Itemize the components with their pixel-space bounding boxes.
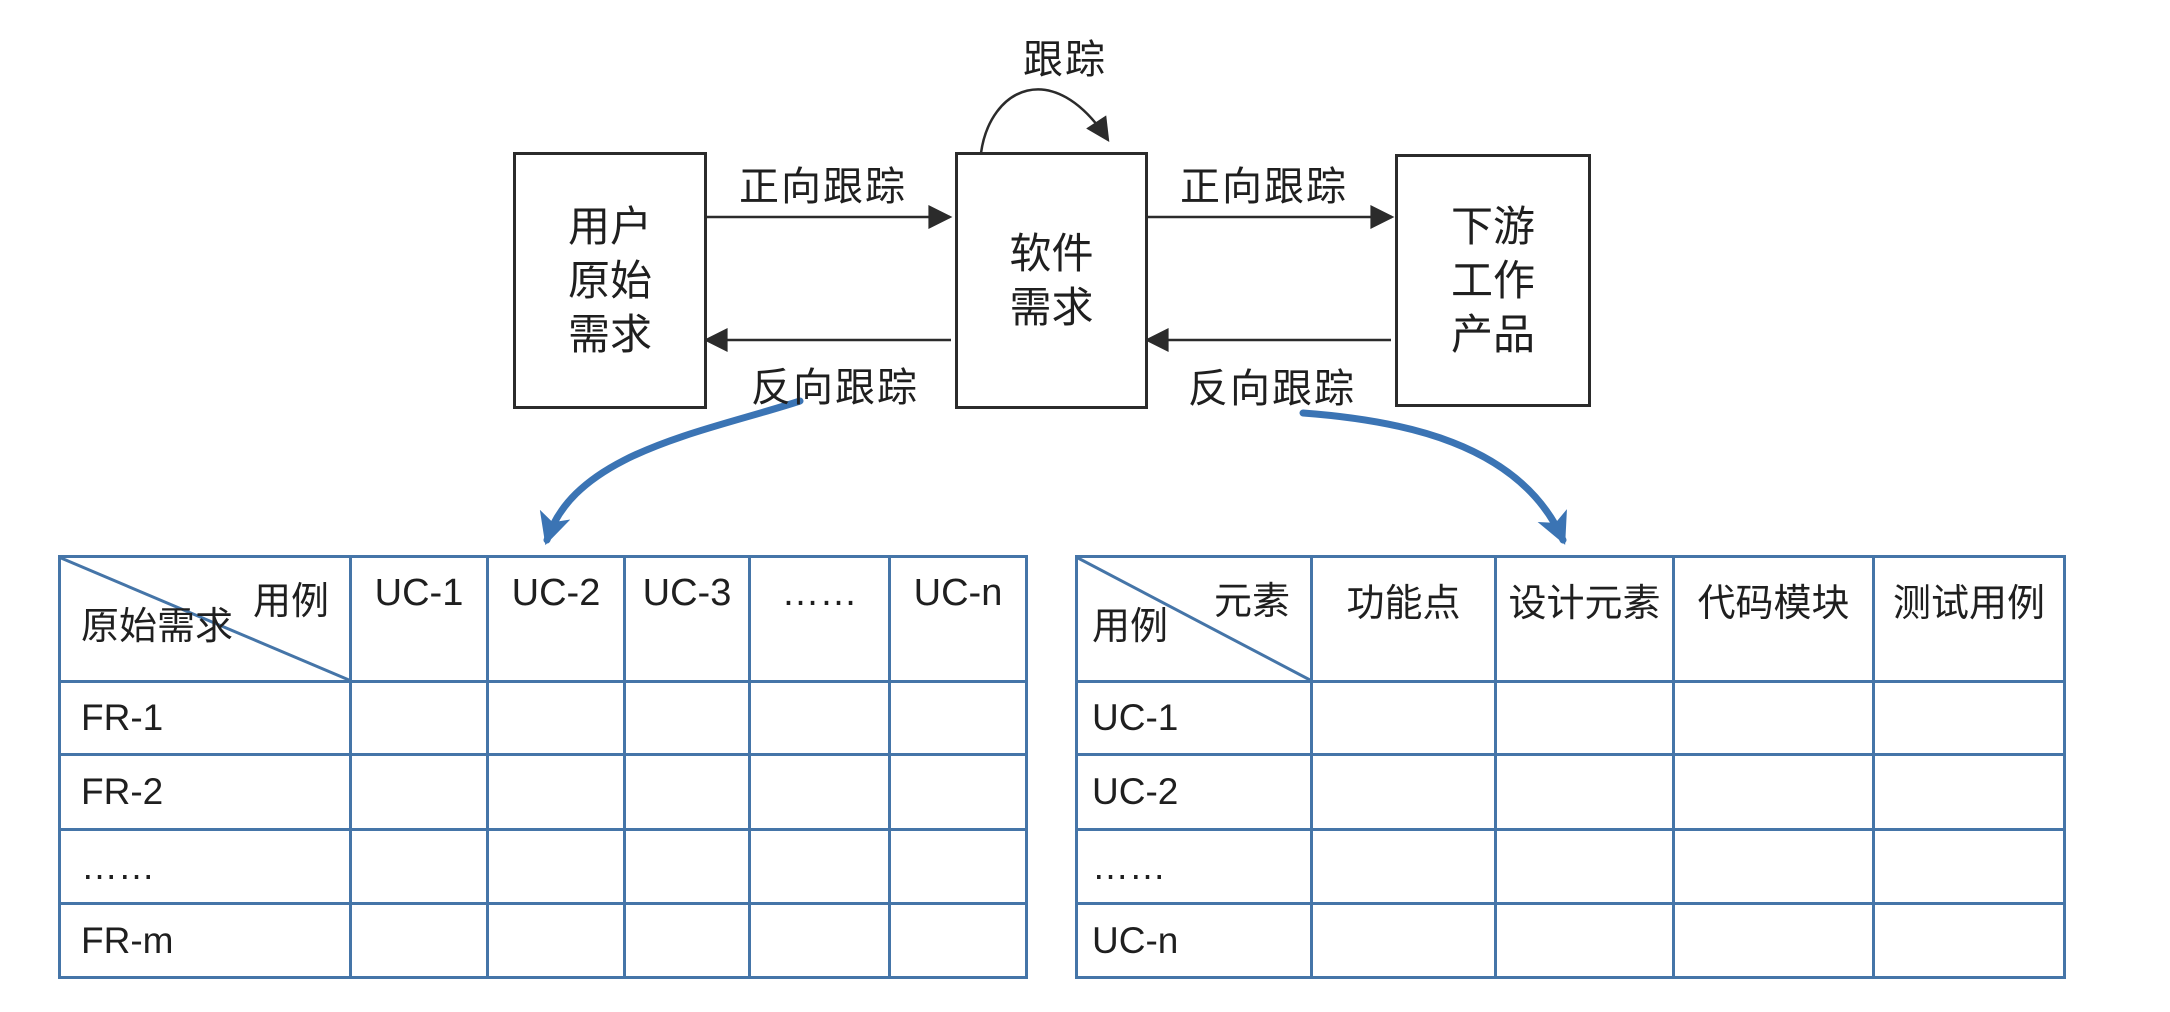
backward-trace-label-2: 反向跟踪 [1188,367,1356,411]
matrix-cell-empty [748,753,891,831]
matrix-cell-empty [748,828,891,905]
box-text-line: 用户 [567,202,652,250]
table-header-row: 元素 用例 功能点 设计元素 代码模块 测试用例 [1075,555,2066,683]
corner-label-rows: 原始需求 [81,606,234,648]
box-text-line: 产品 [1450,310,1535,358]
matrix-cell-empty [623,902,751,979]
matrix-cell-empty [748,680,891,756]
row-header: FR-m [58,902,352,979]
matrix-cell-empty [1310,680,1497,756]
row-header: …… [1075,828,1313,905]
box-text-line: 下游 [1450,202,1535,250]
matrix-cell-empty [1872,902,2066,979]
matrix-cell-empty [1310,902,1497,979]
row-header: …… [58,828,352,905]
matrix-cell-empty [623,753,751,831]
matrix-cell-empty [888,680,1028,756]
matrix-cell-empty [1872,828,2066,905]
box-text-line: 工作 [1450,256,1535,304]
right-traceability-matrix: 元素 用例 功能点 设计元素 代码模块 测试用例 UC-1 UC-2 …… UC… [1075,555,2066,979]
corner-label-columns: 用例 [252,581,329,623]
matrix-cell-empty [1494,680,1675,756]
table-row: FR-1 [58,680,1028,756]
matrix-cell-empty [1872,753,2066,831]
row-header: FR-1 [58,680,352,756]
box-downstream-work-products: 下游 工作 产品 [1395,154,1591,407]
matrix-cell-empty [888,902,1028,979]
backward-trace-label-1: 反向跟踪 [751,366,919,410]
matrix-cell-empty [1872,680,2066,756]
row-header: FR-2 [58,753,352,831]
matrix-cell-empty [1494,828,1675,905]
matrix-cell-empty [349,828,489,905]
column-header: 功能点 [1310,555,1497,683]
box-software-requirements: 软件 需求 [955,152,1148,409]
blue-curved-arrow-left [539,397,804,546]
matrix-cell-empty [748,902,891,979]
column-header: 设计元素 [1494,555,1675,683]
column-header: UC-3 [623,555,751,683]
column-header: …… [748,555,891,683]
corner-cell-element-vs-usecase: 元素 用例 [1075,555,1313,683]
column-header: UC-1 [349,555,489,683]
row-header: UC-2 [1075,753,1313,831]
table-row: UC-2 [1075,753,2066,831]
box-user-original-requirements: 用户 原始 需求 [513,152,707,409]
matrix-cell-empty [1494,902,1675,979]
matrix-cell-empty [1310,753,1497,831]
matrix-cell-empty [349,680,489,756]
matrix-cell-empty [486,680,626,756]
table-row: …… [58,828,1028,905]
matrix-cell-empty [1672,828,1875,905]
matrix-cell-empty [486,753,626,831]
matrix-cell-empty [486,828,626,905]
table-row: UC-1 [1075,680,2066,756]
self-loop-label: 跟踪 [1023,38,1107,82]
table-row: …… [1075,828,2066,905]
matrix-cell-empty [888,753,1028,831]
matrix-cell-empty [349,753,489,831]
row-header: UC-n [1075,902,1313,979]
table-row: FR-m [58,902,1028,979]
column-header: UC-n [888,555,1028,683]
matrix-cell-empty [623,828,751,905]
matrix-cell-empty [888,828,1028,905]
diagonal-divider [61,558,349,680]
matrix-cell-empty [1672,753,1875,831]
matrix-cell-empty [623,680,751,756]
table-row: FR-2 [58,753,1028,831]
box-text-line: 需求 [1009,283,1094,331]
blue-curved-arrow-right [1299,409,1567,545]
matrix-cell-empty [1310,828,1497,905]
row-header: UC-1 [1075,680,1313,756]
table-row: UC-n [1075,902,2066,979]
diagonal-divider [1078,558,1310,680]
forward-trace-label-2: 正向跟踪 [1180,165,1348,209]
column-header: UC-2 [486,555,626,683]
column-header: 测试用例 [1872,555,2066,683]
column-header: 代码模块 [1672,555,1875,683]
matrix-cell-empty [486,902,626,979]
matrix-cell-empty [1672,680,1875,756]
matrix-cell-empty [349,902,489,979]
box-text-line: 软件 [1009,229,1094,277]
matrix-cell-empty [1494,753,1675,831]
box-text-line: 需求 [567,310,652,358]
left-traceability-matrix: 用例 原始需求 UC-1 UC-2 UC-3 …… UC-n FR-1 FR-2… [58,555,1028,979]
corner-label-columns: 元素 [1213,581,1290,623]
corner-cell-usecase-vs-original: 用例 原始需求 [58,555,352,683]
box-text-line: 原始 [567,256,652,304]
self-trace-loop-arrow [979,88,1110,154]
matrix-cell-empty [1672,902,1875,979]
table-header-row: 用例 原始需求 UC-1 UC-2 UC-3 …… UC-n [58,555,1028,683]
forward-trace-label-1: 正向跟踪 [739,165,907,209]
corner-label-rows: 用例 [1092,606,1169,648]
